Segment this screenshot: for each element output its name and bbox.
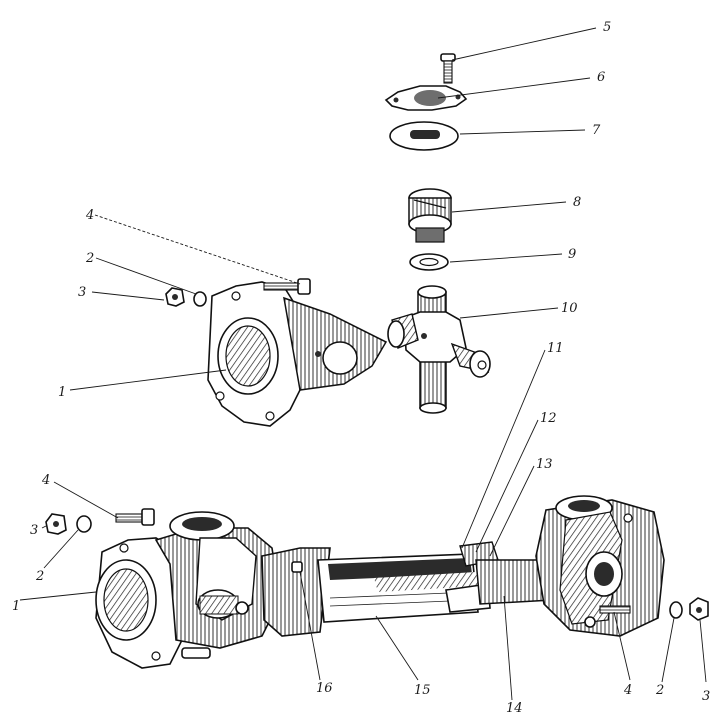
label-14: 14 (506, 701, 523, 716)
sliding-sleeve-15 (261, 547, 479, 637)
label-7: 7 (592, 123, 601, 138)
bolt-4-lower-right (599, 605, 631, 614)
universal-joint-cross-10 (387, 285, 491, 414)
left-yoke-housing (154, 511, 281, 659)
bolt-5 (440, 53, 456, 84)
nut-3-lower-left (45, 513, 67, 535)
label-2-lower-right: 2 (655, 683, 664, 698)
right-yoke-housing (535, 495, 665, 637)
label-4-upper: 4 (85, 208, 94, 223)
washer-2-upper (193, 291, 207, 307)
label-8: 8 (573, 195, 581, 210)
label-2-lower-left: 2 (35, 569, 44, 584)
label-13: 13 (536, 457, 553, 472)
label-4-lower-left: 4 (41, 473, 50, 488)
label-5: 5 (603, 20, 611, 35)
gasket-7 (389, 121, 459, 151)
flange-yoke-1-upper (207, 281, 388, 427)
label-3-lower-right: 3 (702, 689, 710, 704)
cover-plate-6 (384, 85, 468, 111)
label-12: 12 (540, 411, 557, 426)
nut-3-upper (165, 287, 185, 307)
washer-2-lower-left (76, 515, 92, 533)
seal-ring-9 (409, 253, 449, 271)
label-2-upper: 2 (85, 251, 94, 266)
bearing-cup-8 (408, 188, 452, 243)
label-3-upper: 3 (78, 285, 86, 300)
label-9: 9 (568, 247, 576, 262)
leader-lines (19, 27, 707, 701)
label-1-upper: 1 (58, 385, 66, 400)
label-3-lower-left: 3 (30, 523, 38, 538)
bolt-4-lower-left (115, 508, 155, 526)
label-1-lower: 1 (12, 599, 20, 614)
label-11: 11 (547, 341, 564, 356)
washer-2-lower-right (669, 601, 683, 619)
label-6: 6 (597, 70, 605, 85)
flange-yoke-1-lower (95, 537, 183, 669)
part-number-labels: 5 6 7 8 9 10 4 2 3 1 11 12 13 4 3 2 1 16… (12, 20, 710, 716)
label-10: 10 (561, 301, 578, 316)
bolt-4-upper (263, 278, 311, 295)
label-4-lower-right: 4 (623, 683, 632, 698)
label-16: 16 (316, 681, 333, 696)
nut-3-lower-right (689, 597, 709, 621)
label-15: 15 (414, 683, 431, 698)
